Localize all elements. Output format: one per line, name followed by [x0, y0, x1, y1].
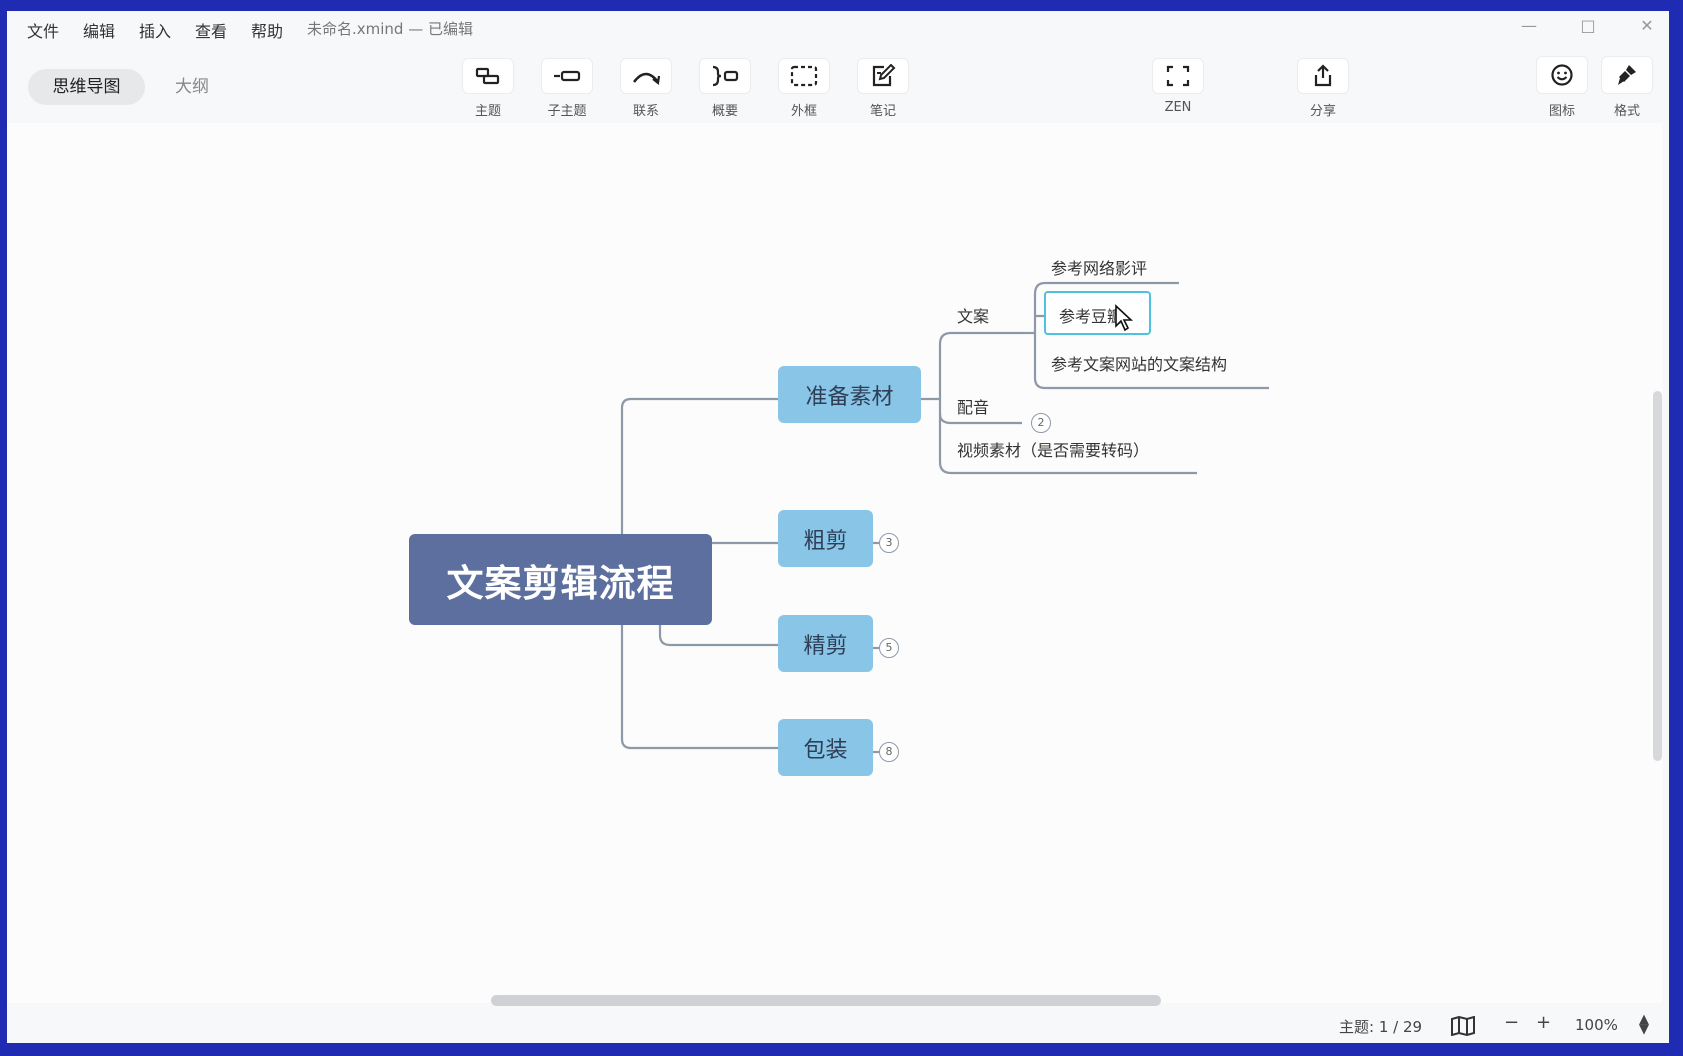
- document-title: 未命名.xmind — 已编辑: [307, 20, 473, 38]
- app-window: 文件 编辑 插入 查看 帮助 未命名.xmind — 已编辑 — □ ✕ 思维导…: [7, 11, 1669, 1043]
- topic-icon: [475, 67, 500, 85]
- share-button[interactable]: 分享: [1293, 58, 1353, 119]
- topic-button[interactable]: 主题: [458, 58, 518, 119]
- zoom-in-button[interactable]: +: [1536, 1012, 1552, 1033]
- vertical-scrollbar[interactable]: [1653, 391, 1662, 761]
- zoom-level[interactable]: 100%: [1575, 1016, 1618, 1034]
- connector-lines: [620, 281, 1269, 754]
- zen-button[interactable]: ZEN: [1148, 58, 1208, 115]
- topic-fine-cut[interactable]: 精剪: [778, 615, 873, 672]
- share-icon: [1314, 64, 1332, 87]
- central-topic[interactable]: 文案剪辑流程: [409, 534, 712, 625]
- mouse-cursor-icon: [1115, 304, 1134, 332]
- mindmap-canvas[interactable]: 文案剪辑流程 准备素材 粗剪 精剪 包装 文案 配音 视频素材（是否需要转码） …: [7, 123, 1662, 1003]
- relationship-button[interactable]: 联系: [616, 58, 676, 119]
- minimize-icon[interactable]: —: [1521, 16, 1537, 35]
- note-icon: [872, 64, 896, 87]
- subtopic-voiceover[interactable]: 配音: [957, 398, 990, 417]
- boundary-icon: [790, 65, 818, 87]
- subtopic-button[interactable]: 子主题: [537, 58, 597, 119]
- horizontal-scrollbar[interactable]: [491, 995, 1161, 1006]
- subtopic-copy[interactable]: 文案: [957, 307, 990, 326]
- zoom-stepper-icon[interactable]: ▲▼: [1639, 1012, 1649, 1037]
- share-label: 分享: [1309, 104, 1336, 119]
- subtopic-icon: [554, 70, 581, 82]
- status-bar: 主题: 1 / 29 − + 100% ▲▼: [7, 1007, 1669, 1043]
- icon-label: 图标: [1548, 104, 1575, 119]
- format-label: 格式: [1613, 104, 1640, 119]
- menu-edit[interactable]: 编辑: [83, 22, 116, 41]
- collapsed-count-badge[interactable]: 3: [879, 533, 899, 553]
- subtopic-douban-selected[interactable]: 参考豆瓣: [1044, 291, 1151, 335]
- summary-icon: [712, 65, 739, 87]
- topic-label: 主题: [474, 104, 501, 119]
- topic-prepare-materials[interactable]: 准备素材: [778, 366, 921, 423]
- format-panel-button[interactable]: 格式: [1597, 56, 1657, 119]
- menu-help[interactable]: 帮助: [251, 22, 284, 41]
- topic-rough-cut[interactable]: 粗剪: [778, 510, 873, 567]
- summary-label: 概要: [711, 104, 738, 119]
- topic-counter: 主题: 1 / 29: [1339, 1018, 1423, 1036]
- title-bar: 文件 编辑 插入 查看 帮助 未命名.xmind — 已编辑 — □ ✕: [7, 11, 1669, 43]
- collapsed-count-badge[interactable]: 8: [879, 742, 899, 762]
- subtopic-copy-structure[interactable]: 参考文案网站的文案结构: [1051, 355, 1228, 374]
- subtopic-online-reviews[interactable]: 参考网络影评: [1051, 259, 1148, 278]
- tab-mindmap[interactable]: 思维导图: [28, 69, 145, 105]
- collapsed-count-badge[interactable]: 2: [1031, 413, 1051, 433]
- subtopic-label: 子主题: [547, 104, 587, 119]
- relationship-label: 联系: [632, 104, 659, 119]
- boundary-button[interactable]: 外框: [774, 58, 834, 119]
- note-button[interactable]: 笔记: [853, 58, 913, 119]
- maximize-icon[interactable]: □: [1580, 16, 1596, 35]
- zen-label: ZEN: [1164, 100, 1192, 115]
- tab-outline[interactable]: 大纲: [175, 77, 209, 97]
- boundary-label: 外框: [790, 104, 817, 119]
- note-label: 笔记: [869, 104, 896, 119]
- fullscreen-icon: [1166, 65, 1190, 87]
- zoom-out-button[interactable]: −: [1504, 1012, 1520, 1033]
- toolbar: 思维导图 大纲 主题 子主题 联系 概要 外框 笔记 ZEN: [7, 43, 1669, 123]
- summary-button[interactable]: 概要: [695, 58, 755, 119]
- collapsed-count-badge[interactable]: 5: [879, 638, 899, 658]
- subtopic-video-materials[interactable]: 视频素材（是否需要转码）: [957, 441, 1150, 460]
- topic-packaging[interactable]: 包装: [778, 719, 873, 776]
- map-icon[interactable]: [1450, 1016, 1476, 1036]
- brush-icon: [1618, 65, 1636, 85]
- smiley-icon: [1551, 64, 1573, 86]
- relationship-icon: [633, 72, 661, 86]
- menu-file[interactable]: 文件: [27, 22, 60, 41]
- menu-insert[interactable]: 插入: [139, 22, 172, 41]
- menu-view[interactable]: 查看: [195, 22, 228, 41]
- icon-panel-button[interactable]: 图标: [1532, 56, 1592, 119]
- close-icon[interactable]: ✕: [1640, 16, 1654, 35]
